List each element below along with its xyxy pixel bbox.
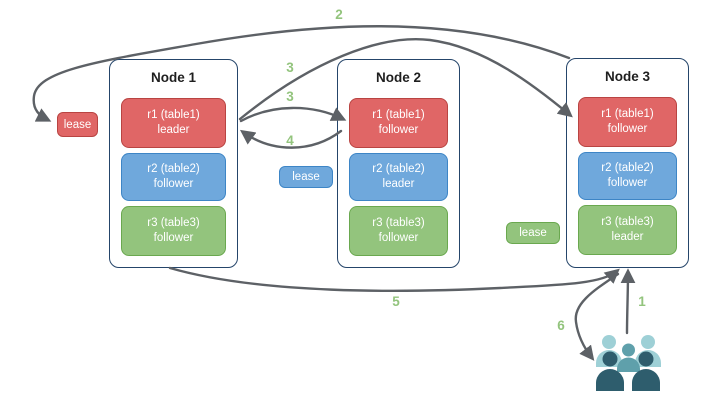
replica-role: follower [153,232,194,244]
step-label-3b: 3 [286,89,294,104]
node-1-replica-r2: r2 (table2) follower [121,153,226,201]
arrow-step-5-forward-to-node3 [168,266,620,293]
node-1-replica-r3: r3 (table3) follower [121,206,226,256]
replica-name: r2 (table2) [372,162,425,175]
node-2-replica-r3: r3 (table3) follower [349,206,448,256]
replica-role: leader [157,124,190,136]
step-label-3a: 3 [286,60,294,75]
node-3-title: Node 3 [604,69,650,84]
step-label-2: 2 [335,7,343,22]
node-2-replica-r2: r2 (table2) leader [349,153,448,201]
step-label-6: 6 [557,318,565,333]
replica-name: r3 (table3) [147,216,200,229]
lease-badge-table3: lease [506,222,560,244]
step-label-5: 5 [392,294,400,309]
lease-badge-table2: lease [279,166,333,188]
replica-name: r3 (table3) [372,216,425,229]
node-2: Node 2 r1 (table1) follower r2 (table2) … [337,59,460,268]
replica-role: follower [607,123,648,135]
users-group-icon [596,335,661,391]
replica-role: follower [378,124,419,136]
user-figure-front-right [632,351,660,391]
lease-badge-table1: lease [57,112,98,137]
replica-name: r1 (table1) [147,108,200,121]
node-2-replica-r1: r1 (table1) follower [349,98,448,148]
node-3-replica-r1: r1 (table1) follower [578,97,677,147]
step-label-4: 4 [286,133,294,148]
node-3: Node 3 r1 (table1) follower r2 (table2) … [566,58,689,268]
arrow-step-3-replicate-to-node2 [239,106,347,123]
replica-name: r2 (table2) [601,161,654,174]
replica-role: leader [382,178,415,190]
node-2-title: Node 2 [375,70,421,85]
node-3-replica-r3: r3 (table3) leader [578,205,677,255]
node-1: Node 1 r1 (table1) leader r2 (table2) fo… [109,59,238,268]
replica-role: leader [611,231,644,243]
step-label-1: 1 [638,294,646,309]
node-3-replica-r2: r2 (table2) follower [578,152,677,200]
replica-name: r1 (table1) [601,107,654,120]
replica-name: r2 (table2) [147,162,200,175]
node-1-title: Node 1 [150,70,196,85]
node-1-replica-r1: r1 (table1) leader [121,98,226,148]
replica-name: r3 (table3) [601,215,654,228]
replica-role: follower [378,232,419,244]
replica-name: r1 (table1) [372,108,425,121]
replica-role: follower [607,177,648,189]
user-figure-middle [617,343,640,372]
arrow-step-1-client-request [620,268,636,335]
replica-role: follower [153,178,194,190]
